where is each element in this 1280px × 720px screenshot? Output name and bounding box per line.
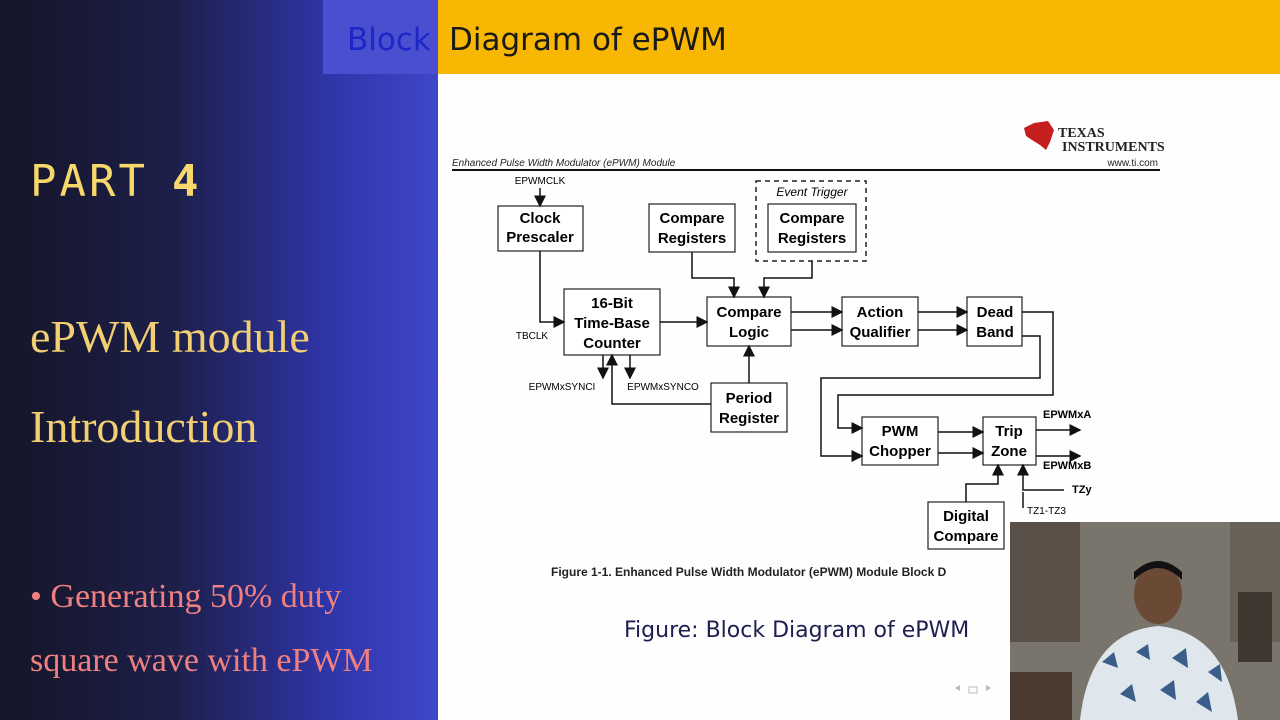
block-label: Registers xyxy=(778,230,846,247)
block-label: Counter xyxy=(583,335,641,352)
block-label: Period xyxy=(726,390,773,407)
title-bar xyxy=(438,0,1280,74)
signal-epwmclk: EPWMCLK xyxy=(515,176,566,187)
block-label: Compare xyxy=(716,304,781,321)
block-label: Digital xyxy=(943,508,989,525)
block-label: PWM xyxy=(882,423,919,440)
nav-frame-icon[interactable] xyxy=(968,686,978,694)
event-trigger-group: Event Trigger xyxy=(755,180,867,262)
signal-synci: EPWMxSYNCI xyxy=(529,382,596,393)
connectors xyxy=(534,188,1082,508)
webcam-picture xyxy=(1010,522,1280,720)
signal-tzy: TZy xyxy=(1072,484,1092,496)
ti-logo-icon xyxy=(1024,121,1054,150)
block-label: Band xyxy=(976,324,1014,341)
website-text: www.ti.com xyxy=(1106,158,1158,169)
slide-title-part-1: Block xyxy=(347,22,431,58)
block-trip-zone: Trip Zone xyxy=(982,416,1037,466)
block-label: Chopper xyxy=(869,443,931,460)
block-compare-registers-1: Compare Registers xyxy=(648,203,736,253)
block-period-register: Period Register xyxy=(710,382,788,433)
block-label: Compare xyxy=(659,210,724,227)
block-dead-band: Dead Band xyxy=(966,296,1023,347)
logo-line-2: Instruments xyxy=(1062,140,1165,155)
nav-prev-icon[interactable] xyxy=(955,685,960,691)
block-label: Action xyxy=(857,304,904,321)
block-label: Qualifier xyxy=(850,324,911,341)
block-pwm-chopper: PWM Chopper xyxy=(861,416,939,466)
bullet-dot-icon: • xyxy=(30,578,42,615)
left-panel: PART 4 ePWM module Introduction • Generat… xyxy=(0,0,438,720)
figure-caption: Figure 1-1. Enhanced Pulse Width Modulat… xyxy=(551,565,947,579)
block-label: 16-Bit xyxy=(591,295,633,312)
bullet-line-2: square wave with ePWM xyxy=(30,642,373,679)
bullet-item: • Generating 50% duty xyxy=(30,578,341,616)
block-label: Compare xyxy=(779,210,844,227)
part-label: PART 4 xyxy=(30,156,201,207)
block-label: Compare xyxy=(933,528,998,545)
part-number: 4 xyxy=(171,156,202,207)
event-trigger-label: Event Trigger xyxy=(776,185,848,199)
signal-synco: EPWMxSYNCO xyxy=(627,382,699,393)
block-label: Time-Base xyxy=(574,315,650,332)
heading-line-2: Introduction xyxy=(30,401,258,452)
nav-next-icon[interactable] xyxy=(986,685,991,691)
title-overlay xyxy=(323,0,438,74)
block-clock-prescaler: Clock Prescaler xyxy=(497,205,584,252)
diagram-header: Enhanced Pulse Width Modulator (ePWM) Mo… xyxy=(452,158,676,169)
block-time-base-counter: 16-Bit Time-Base Counter xyxy=(563,288,661,356)
block-label: Registers xyxy=(658,230,726,247)
block-compare-registers-2: Compare Registers xyxy=(767,203,857,253)
heading-line-1: ePWM module xyxy=(30,311,310,362)
logo-line-1: Texas xyxy=(1058,126,1105,141)
block-label: Clock xyxy=(520,210,562,227)
block-label: Dead xyxy=(977,304,1014,321)
block-label: Prescaler xyxy=(506,229,574,246)
block-label: Zone xyxy=(991,443,1027,460)
bullet-line-1: Generating 50% duty xyxy=(50,578,342,615)
block-label: Register xyxy=(719,410,779,427)
signal-out-a: EPWMxA xyxy=(1043,409,1091,421)
block-label: Trip xyxy=(995,423,1023,440)
part-text: PART xyxy=(30,156,148,207)
block-compare-logic: Compare Logic xyxy=(706,296,792,347)
block-action-qualifier: Action Qualifier xyxy=(841,296,919,347)
slide-caption: Figure: Block Diagram of ePWM xyxy=(624,618,969,643)
ti-logo: Texas Instruments xyxy=(1024,121,1165,155)
webcam-overlay xyxy=(1010,522,1280,720)
signal-tbclk: TBCLK xyxy=(516,331,549,342)
slide-nav[interactable] xyxy=(955,685,991,694)
signal-tz1-tz3: TZ1-TZ3 xyxy=(1027,506,1066,517)
block-label: Logic xyxy=(729,324,769,341)
signal-out-b: EPWMxB xyxy=(1043,460,1091,472)
slide-title-part-2: Diagram of ePWM xyxy=(449,22,727,58)
block-digital-compare: Digital Compare xyxy=(927,501,1005,550)
